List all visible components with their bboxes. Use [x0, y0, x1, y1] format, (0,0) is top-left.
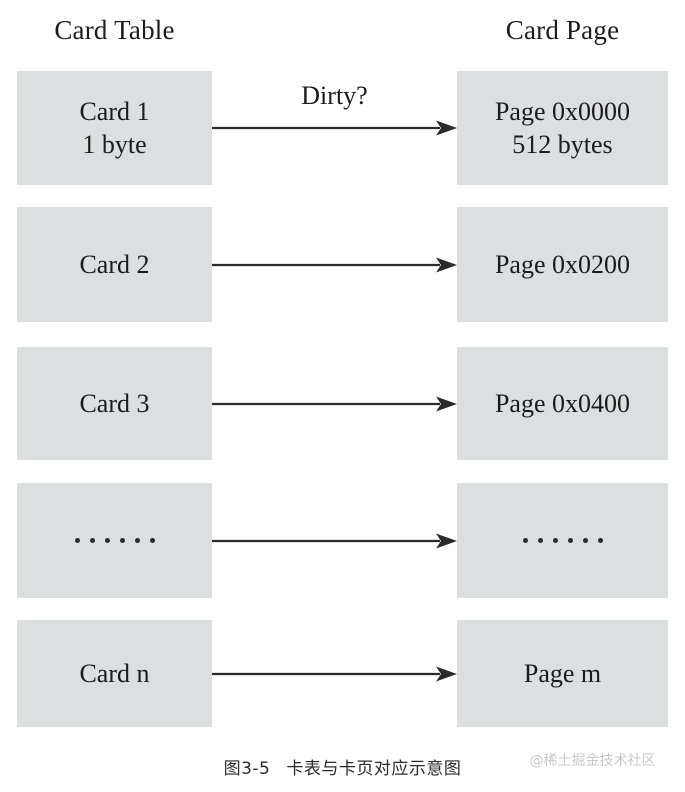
- page-cell-line: 512 bytes: [512, 130, 613, 159]
- mapping-arrow: [212, 532, 457, 550]
- ellipsis-dot: [119, 538, 125, 543]
- ellipsis-dot: [552, 538, 558, 543]
- ellipsis-dot: [582, 538, 588, 543]
- ellipsis-dot: [89, 538, 95, 543]
- page-cell-line: Page 0x0000: [494, 97, 631, 126]
- diagram-row: Card 2 Page 0x0200: [0, 207, 685, 322]
- diagram-row: Card 1 1 byte Page 0x0000 512 bytes: [0, 71, 685, 185]
- card-cell-line: Card 3: [79, 389, 150, 418]
- ellipsis-dot: [149, 538, 155, 543]
- card-box[interactable]: Card 3: [17, 347, 212, 460]
- card-cell-line: Card n: [79, 659, 150, 688]
- mapping-arrow: [212, 395, 457, 413]
- ellipsis-dot: [567, 538, 573, 543]
- figure-number: 图3-5: [223, 759, 271, 779]
- figure-caption: 图3-5 卡表与卡页对应示意图: [0, 757, 685, 781]
- page-cell-line: Page m: [523, 659, 602, 688]
- watermark: @稀土掘金技术社区: [529, 753, 656, 769]
- card-box[interactable]: Card 2: [17, 207, 212, 322]
- card-box[interactable]: [17, 483, 212, 598]
- ellipsis-dot: [597, 538, 603, 543]
- ellipsis-dot: [74, 538, 80, 543]
- diagram-row: [0, 483, 685, 598]
- card-box[interactable]: Card n: [17, 620, 212, 727]
- card-box[interactable]: Card 1 1 byte: [17, 71, 212, 185]
- mapping-arrow: [212, 665, 457, 683]
- card-cell-line: 1 byte: [82, 130, 147, 159]
- ellipsis-dot: [522, 538, 528, 543]
- ellipsis-dot: [134, 538, 140, 543]
- diagram-row: Card n Page m: [0, 620, 685, 727]
- ellipsis-dot: [537, 538, 543, 543]
- column-heading-card-page: Card Page: [505, 15, 620, 45]
- ellipsis-dot: [104, 538, 110, 543]
- page-cell-line: Page 0x0200: [494, 250, 631, 279]
- card-cell-line: Card 2: [79, 250, 150, 279]
- page-box[interactable]: Page 0x0400: [457, 347, 668, 460]
- mapping-arrow: [212, 119, 457, 137]
- page-box[interactable]: Page 0x0000 512 bytes: [457, 71, 668, 185]
- page-cell-line: Page 0x0400: [494, 389, 631, 418]
- page-box[interactable]: Page m: [457, 620, 668, 727]
- mapping-arrow: [212, 256, 457, 274]
- diagram-row: Card 3 Page 0x0400: [0, 347, 685, 460]
- ellipsis-page: [522, 538, 603, 543]
- page-box[interactable]: Page 0x0200: [457, 207, 668, 322]
- arrow-label-dirty: Dirty?: [301, 81, 368, 110]
- column-heading-card-table: Card Table: [54, 15, 175, 45]
- card-cell-line: Card 1: [79, 97, 150, 126]
- figure-caption-text: 卡表与卡页对应示意图: [286, 759, 462, 779]
- page-box[interactable]: [457, 483, 668, 598]
- ellipsis-card: [74, 538, 155, 543]
